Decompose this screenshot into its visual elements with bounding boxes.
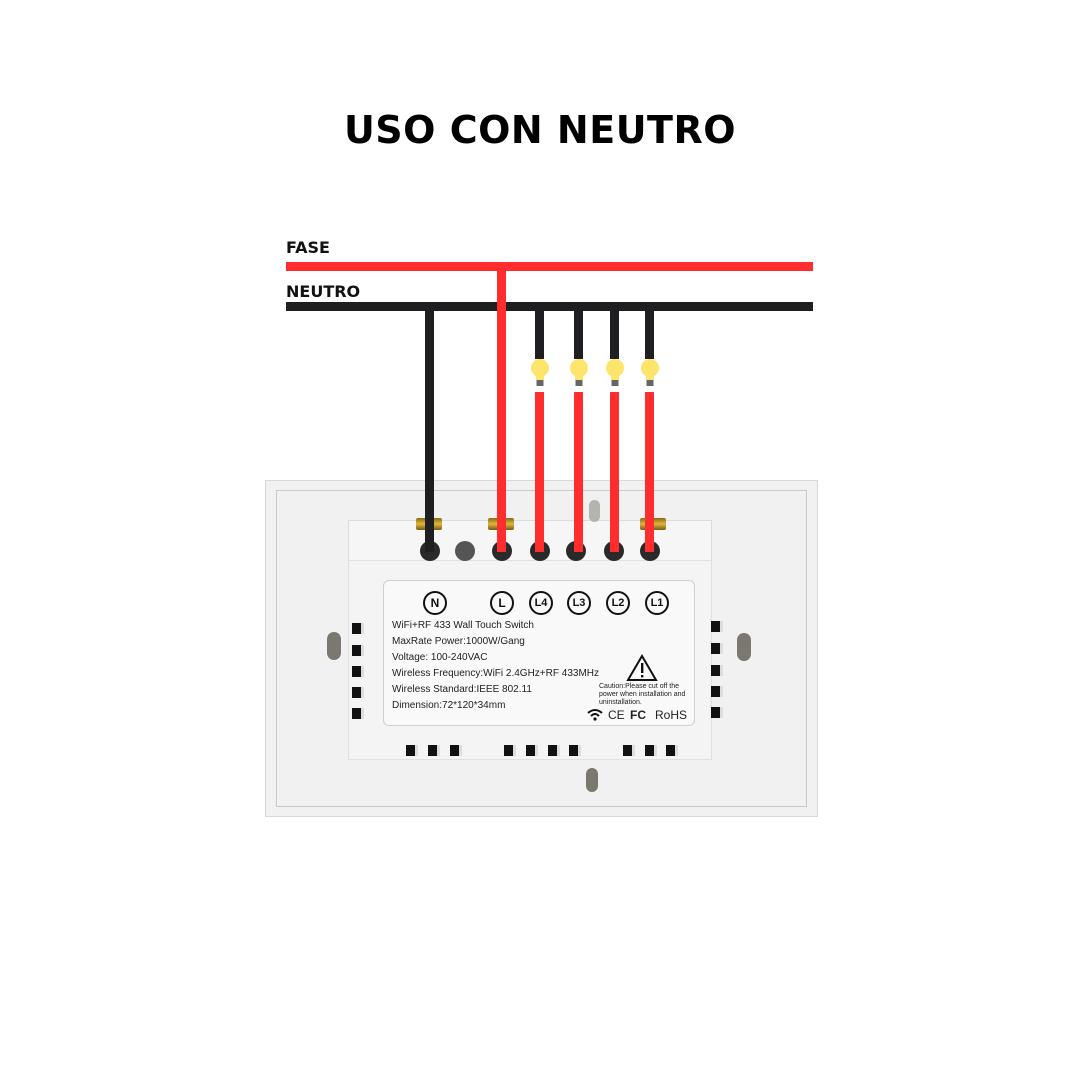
terminal-blank bbox=[455, 541, 475, 561]
vent-slot bbox=[526, 745, 538, 756]
neutral-drop-wire bbox=[425, 307, 434, 552]
load3-neutral-wire bbox=[574, 307, 583, 359]
vent-slot bbox=[711, 621, 723, 632]
spec-line: Dimension:72*120*34mm bbox=[392, 700, 506, 711]
ce-mark: CE bbox=[608, 708, 625, 722]
terminal-marker-l3: L3 bbox=[567, 591, 591, 615]
load3-switched-wire bbox=[574, 392, 583, 552]
terminal-marker-n: N bbox=[423, 591, 447, 615]
bulb-icon bbox=[570, 359, 588, 386]
load1-neutral-wire bbox=[645, 307, 654, 359]
caution-text: Caution:Please cut off the power when in… bbox=[599, 683, 686, 706]
vent-slot bbox=[711, 686, 723, 697]
mount-hole-left bbox=[327, 632, 341, 660]
page-title: USO CON NEUTRO bbox=[343, 108, 737, 152]
terminal-marker-l1: L1 bbox=[645, 591, 669, 615]
load1-switched-wire bbox=[645, 392, 654, 552]
terminal-marker-l2: L2 bbox=[606, 591, 630, 615]
vent-slot bbox=[428, 745, 440, 756]
wifi-icon bbox=[587, 709, 603, 721]
vent-slot bbox=[711, 707, 723, 718]
fcc-mark: FC bbox=[630, 708, 646, 722]
vent-slot bbox=[548, 745, 560, 756]
load4-switched-wire bbox=[535, 392, 544, 552]
phase-drop-wire bbox=[497, 266, 506, 552]
vent-slot bbox=[623, 745, 635, 756]
load2-neutral-wire bbox=[610, 307, 619, 359]
phase-bus-wire bbox=[286, 262, 813, 271]
vent-slot bbox=[352, 708, 364, 719]
vent-slot bbox=[666, 745, 678, 756]
load4-neutral-wire bbox=[535, 307, 544, 359]
vent-slot bbox=[450, 745, 462, 756]
spec-line: WiFi+RF 433 Wall Touch Switch bbox=[392, 620, 534, 631]
rohs-mark: RoHS bbox=[655, 708, 688, 722]
spec-line: Wireless Standard:IEEE 802.11 bbox=[392, 684, 532, 695]
phase-label: FASE bbox=[286, 238, 330, 257]
bulb-icon bbox=[531, 359, 549, 386]
mount-notch-top bbox=[589, 500, 600, 522]
vent-slot bbox=[406, 745, 418, 756]
load2-switched-wire bbox=[610, 392, 619, 552]
vent-slot bbox=[504, 745, 516, 756]
vent-slot bbox=[711, 665, 723, 676]
spec-line: Voltage: 100-240VAC bbox=[392, 652, 488, 663]
bulb-icon bbox=[606, 359, 624, 386]
warning-triangle-icon bbox=[626, 654, 658, 681]
neutral-label: NEUTRO bbox=[286, 282, 361, 301]
vent-slot bbox=[645, 745, 657, 756]
terminal-marker-l4: L4 bbox=[529, 591, 553, 615]
mount-hole-right bbox=[737, 633, 751, 661]
spec-line: MaxRate Power:1000W/Gang bbox=[392, 636, 525, 647]
vent-slot bbox=[352, 687, 364, 698]
vent-slot bbox=[569, 745, 581, 756]
vent-slot bbox=[352, 623, 364, 634]
neutral-bus-wire bbox=[286, 302, 813, 311]
vent-slot bbox=[352, 645, 364, 656]
vent-slot bbox=[711, 643, 723, 654]
terminal-marker-l: L bbox=[490, 591, 514, 615]
mount-hole-bottom bbox=[586, 768, 598, 792]
bulb-icon bbox=[641, 359, 659, 386]
vent-slot bbox=[352, 666, 364, 677]
spec-line: Wireless Frequency:WiFi 2.4GHz+RF 433MHz bbox=[392, 668, 599, 679]
